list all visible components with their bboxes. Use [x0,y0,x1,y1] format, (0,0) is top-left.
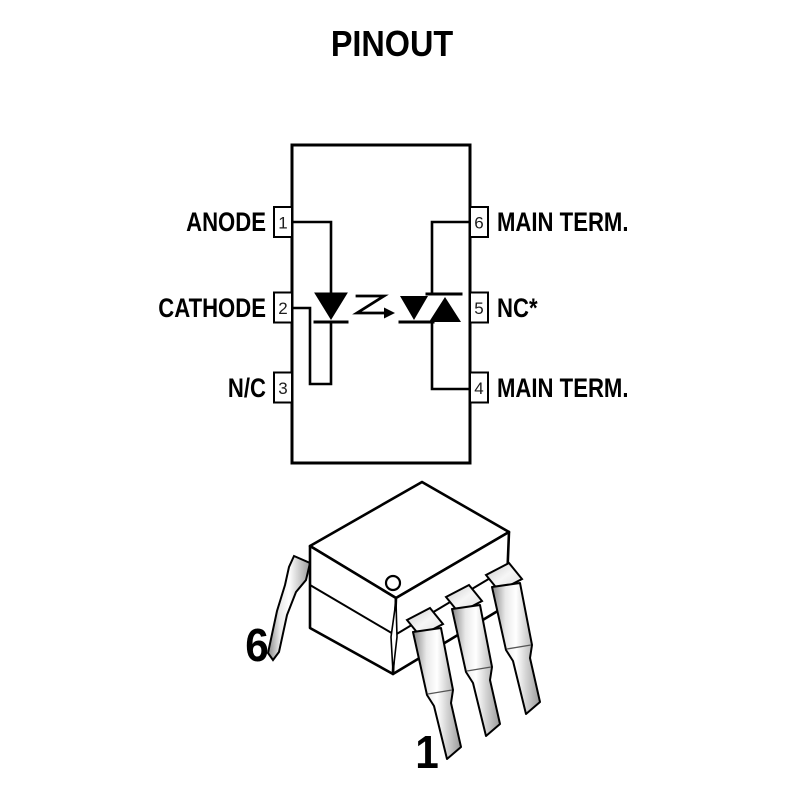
pin1-label: ANODE [186,208,266,238]
pin2-number: 2 [278,299,287,318]
package-3d-drawing: 6 1 [245,480,541,778]
led-anode-triangle-icon [314,292,348,320]
triac-down-triangle-icon [400,296,428,320]
right-pin-boxes: 6 5 4 [469,206,489,404]
pin4-number: 4 [474,379,483,398]
light-arrow-head [384,307,395,319]
package-pin1-lead [405,606,462,760]
left-pin-labels: ANODE CATHODE N/C [158,208,266,404]
pin6-label: MAIN TERM. [497,208,629,238]
pin2-label: CATHODE [158,294,266,324]
pin3-number: 3 [278,379,287,398]
pin3-box [273,371,293,404]
pin1-box [273,206,293,238]
pin-strip [451,604,501,737]
pin3-label: N/C [228,374,266,404]
right-pin-labels: MAIN TERM. NC* MAIN TERM. [497,208,629,404]
package-pin6-number: 6 [245,620,269,671]
wire-pin4-to-triac [430,320,472,391]
front-corner-ridge [390,600,398,673]
pin5-label: NC* [497,294,538,324]
pin5-number: 5 [474,299,483,318]
wire-pin2-to-led [290,306,333,386]
mold-seam-left [309,584,396,636]
pin4-box [469,371,489,404]
pin-strip [412,627,462,760]
schematic-diagram: 1 2 3 6 5 4 ANODE CATHODE N/C MAIN TERM.… [158,143,629,465]
package-pin2-lead [444,583,501,737]
pin1-index-dimple-icon [384,574,402,592]
triac-up-triangle-icon [429,297,461,322]
pin6-number: 6 [474,214,483,233]
light-arrow-zigzag [352,294,389,315]
led-diode-symbol [313,292,349,324]
package-pin6-lead [266,554,312,662]
pin-strip [491,582,541,715]
pin-step-crease [466,666,492,672]
pin2-box [273,291,293,324]
pin-step-crease [427,689,453,695]
wire-pin6-to-triac [430,220,472,296]
pin1-number: 1 [278,214,287,233]
wire-pin1-to-led [290,220,333,295]
triac-symbol [398,292,463,324]
page-title: PINOUT [331,24,453,64]
pin6-box [469,206,489,238]
pin4-label: MAIN TERM. [497,374,629,404]
left-pin-boxes: 1 2 3 [273,206,293,404]
package-pin3-lead [484,561,541,715]
pin-step-crease [506,644,532,650]
pin5-box [469,291,489,324]
package-pin1-number: 1 [415,727,439,778]
light-emission-arrow-icon [352,294,395,319]
